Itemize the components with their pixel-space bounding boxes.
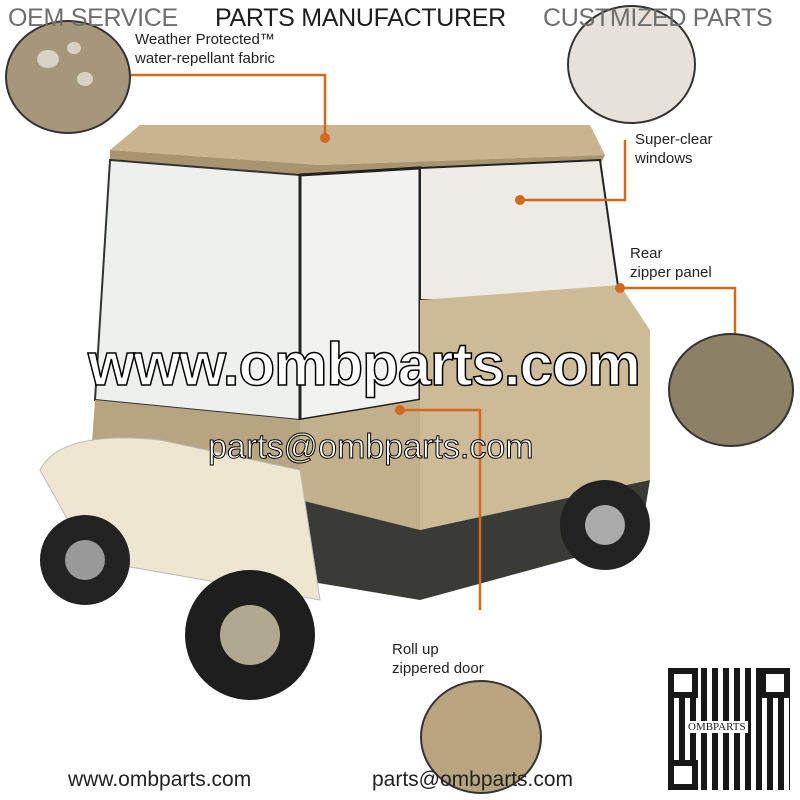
header-customized-parts: CUSTMIZED PARTS xyxy=(543,4,773,32)
header-parts-manufacturer: PARTS MANUFACTURER xyxy=(215,4,506,32)
water-drop-icon xyxy=(67,42,81,54)
watermark-site: www.ombparts.com xyxy=(87,330,641,399)
water-drop-icon xyxy=(37,50,59,68)
callout-lines xyxy=(130,73,737,610)
footer-email[interactable]: parts@ombparts.com xyxy=(372,768,574,791)
callout-fabric-line2: water-repellant fabric xyxy=(135,50,276,67)
front-window xyxy=(419,158,622,301)
qr-code: OMBPARTS xyxy=(668,668,790,790)
header-oem-service: OEM SERVICE xyxy=(8,4,178,32)
door-detail-circle xyxy=(420,680,542,794)
callout-rear-line1: Rear xyxy=(630,245,663,262)
callout-rear-line2: zipper panel xyxy=(630,264,712,281)
callout-door-line1: Roll up xyxy=(392,641,439,658)
callout-windows: Super-clear windows xyxy=(635,130,713,168)
callout-fabric: Weather Protected™ water-repellant fabri… xyxy=(135,30,275,68)
callout-rear: Rear zipper panel xyxy=(630,244,712,282)
front-panel xyxy=(420,285,650,530)
callout-door-line2: zippered door xyxy=(392,660,484,677)
watermark-email: parts@ombparts.com xyxy=(208,428,535,467)
footer-website[interactable]: www.ombparts.com xyxy=(68,768,252,791)
lower-dark-panel xyxy=(300,480,650,600)
canopy-top xyxy=(110,125,605,165)
water-drop-icon xyxy=(77,72,93,86)
fabric-detail-circle xyxy=(5,20,131,134)
callout-windows-line2: windows xyxy=(635,150,693,167)
callout-windows-line1: Super-clear xyxy=(635,131,713,148)
callout-door: Roll up zippered door xyxy=(392,640,484,678)
callout-fabric-line1: Weather Protected™ xyxy=(135,31,275,48)
qr-label: OMBPARTS xyxy=(686,721,748,733)
window-detail-circle xyxy=(567,5,696,124)
rear-panel-detail-circle xyxy=(668,333,794,447)
